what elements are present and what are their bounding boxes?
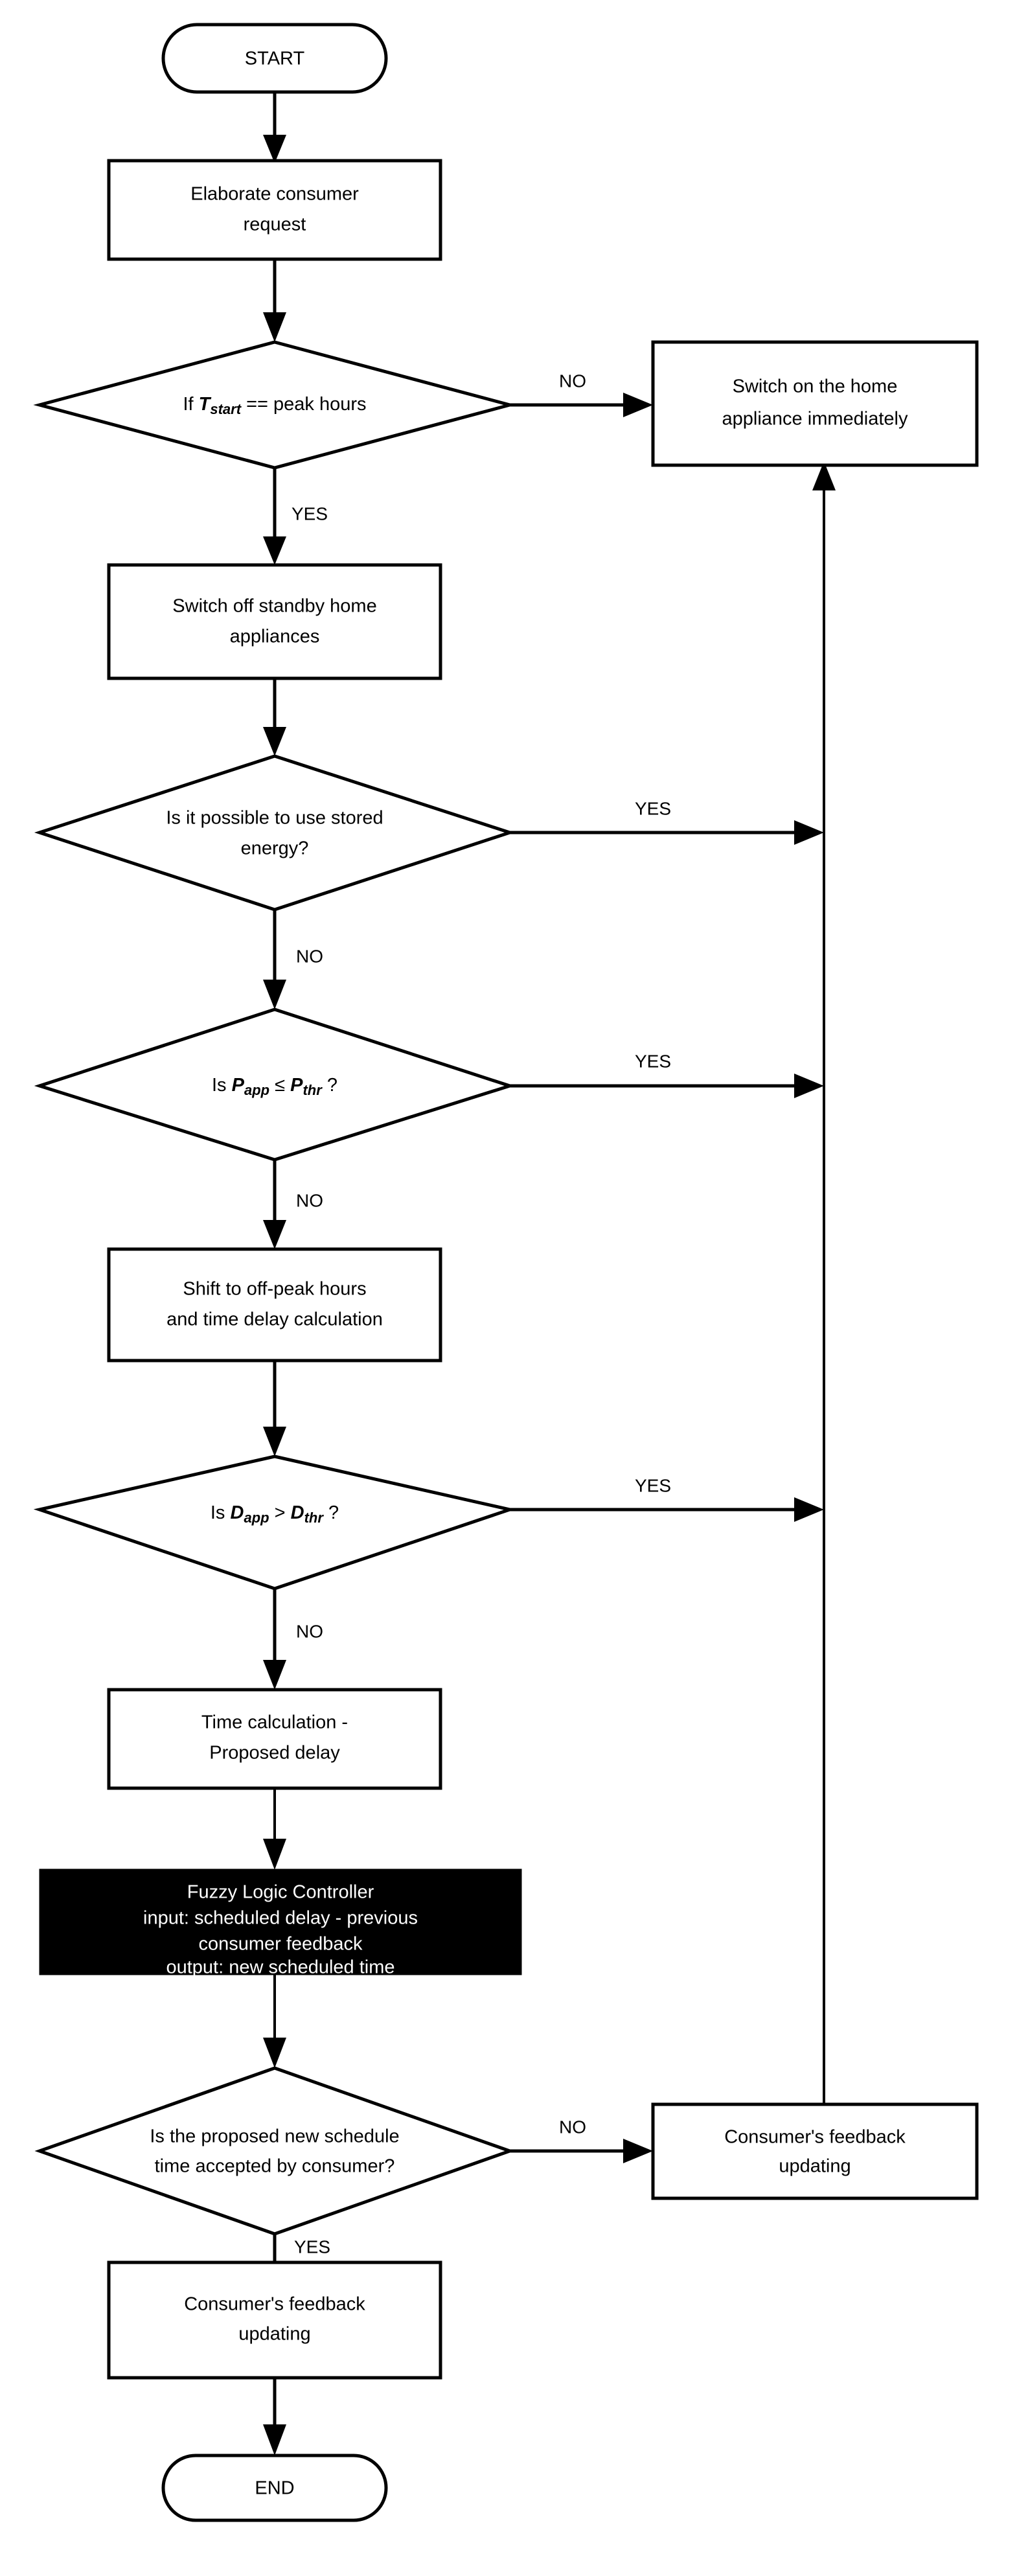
node-shift-offpeak[interactable]: Shift to off-peak hours and time delay c… xyxy=(107,1247,442,1363)
node-decision-delay-threshold-label: Is Dapp > Dthr ? xyxy=(211,1502,339,1526)
edge-feedback-bottom-to-end xyxy=(263,2378,286,2455)
edge-label-accepted-yes: YES xyxy=(294,2237,330,2257)
node-time-calculation[interactable]: Time calculation - Proposed delay xyxy=(107,1688,442,1790)
node-switch-on-immediately[interactable]: Switch on the home appliance immediately xyxy=(651,340,979,467)
node-fuzzy-logic-controller-line4: output: new scheduled time xyxy=(166,1957,394,1978)
edge-label-power-no: NO xyxy=(296,1190,323,1210)
node-end-label: END xyxy=(255,2478,294,2499)
node-time-calculation-line2: Proposed delay xyxy=(209,1743,340,1764)
edge-switchoff-to-stored xyxy=(263,677,286,756)
edge-label-delay-yes: YES xyxy=(635,1475,671,1495)
edge-stored-yes-to-riser xyxy=(510,820,824,845)
node-feedback-updating-bottom-line1: Consumer's feedback xyxy=(184,2294,365,2315)
edge-elaborate-to-peak-decision xyxy=(263,259,286,342)
node-switch-off-standby[interactable]: Switch off standby home appliances xyxy=(107,563,442,680)
node-decision-power-threshold-label: Is Papp ≤ Pthr ? xyxy=(212,1075,337,1098)
edge-label-power-yes: YES xyxy=(635,1051,671,1071)
node-feedback-updating-bottom-line2: updating xyxy=(238,2324,310,2345)
node-decision-stored-energy-line1: Is it possible to use stored xyxy=(166,808,383,829)
edge-feedback-right-riser xyxy=(812,461,836,2104)
edge-peak-yes-to-switch-off xyxy=(263,468,286,565)
edge-shift-to-delay xyxy=(263,1361,286,1456)
node-feedback-updating-right-line1: Consumer's feedback xyxy=(724,2127,906,2148)
edge-delay-yes-to-riser xyxy=(510,1497,824,1522)
node-fuzzy-logic-controller-line3: consumer feedback xyxy=(198,1934,363,1955)
node-decision-peak-hours[interactable]: If Tstart == peak hours xyxy=(33,340,516,470)
node-decision-schedule-accepted-line2: time accepted by consumer? xyxy=(155,2156,395,2177)
edge-label-accepted-no: NO xyxy=(559,2117,586,2137)
node-feedback-updating-bottom[interactable]: Consumer's feedback updating xyxy=(107,2260,442,2380)
edge-power-no-to-shift xyxy=(263,1160,286,1249)
edge-stored-no-to-power xyxy=(263,910,286,1009)
node-start-label: START xyxy=(245,49,305,69)
node-shift-offpeak-line1: Shift to off-peak hours xyxy=(183,1279,366,1300)
node-shift-offpeak-line2: and time delay calculation xyxy=(166,1309,383,1330)
edge-delay-no-to-timecalc xyxy=(263,1589,286,1690)
edge-label-peak-yes: YES xyxy=(291,503,328,523)
edge-peak-no-to-switch-on xyxy=(510,393,653,417)
edge-fuzzy-to-accepted xyxy=(263,1974,286,2068)
node-switch-off-standby-line1: Switch off standby home xyxy=(172,596,376,617)
node-switch-on-immediately-line2: appliance immediately xyxy=(722,409,908,430)
edge-label-delay-no: NO xyxy=(296,1621,323,1641)
edge-label-stored-no: NO xyxy=(296,946,323,966)
node-decision-stored-energy[interactable]: Is it possible to use stored energy? xyxy=(34,754,516,912)
node-elaborate-request-line1: Elaborate consumer xyxy=(190,184,359,205)
edge-timecalc-to-fuzzy xyxy=(263,1788,286,1870)
node-decision-schedule-accepted[interactable]: Is the proposed new schedule time accept… xyxy=(34,2066,515,2236)
node-fuzzy-logic-controller-line1: Fuzzy Logic Controller xyxy=(187,1882,374,1903)
node-decision-delay-threshold[interactable]: Is Dapp > Dthr ? xyxy=(33,1455,516,1591)
node-decision-power-threshold[interactable]: Is Papp ≤ Pthr ? xyxy=(34,1007,516,1162)
edge-accepted-no-to-feedback-right xyxy=(510,2139,653,2163)
node-decision-stored-energy-line2: energy? xyxy=(241,838,309,859)
node-switch-on-immediately-line1: Switch on the home xyxy=(733,376,898,397)
edge-power-yes-to-riser xyxy=(510,1074,824,1098)
node-time-calculation-line1: Time calculation - xyxy=(201,1712,348,1733)
edge-label-stored-yes: YES xyxy=(635,798,671,818)
node-start[interactable]: START xyxy=(161,23,388,94)
node-elaborate-request-line2: request xyxy=(244,214,306,235)
node-fuzzy-logic-controller-line2: input: scheduled delay - previous xyxy=(143,1908,418,1929)
edge-start-to-elaborate xyxy=(263,91,286,163)
node-fuzzy-logic-controller[interactable]: Fuzzy Logic Controller input: scheduled … xyxy=(39,1869,522,1978)
node-switch-off-standby-line2: appliances xyxy=(230,627,320,647)
node-elaborate-request[interactable]: Elaborate consumer request xyxy=(107,159,442,261)
edge-label-peak-no: NO xyxy=(559,371,586,391)
node-feedback-updating-right-line2: updating xyxy=(779,2156,851,2177)
node-decision-peak-hours-label: If Tstart == peak hours xyxy=(183,394,366,417)
node-decision-schedule-accepted-line1: Is the proposed new schedule xyxy=(150,2126,399,2147)
node-end[interactable]: END xyxy=(161,2454,388,2522)
node-feedback-updating-right[interactable]: Consumer's feedback updating xyxy=(651,2102,979,2200)
